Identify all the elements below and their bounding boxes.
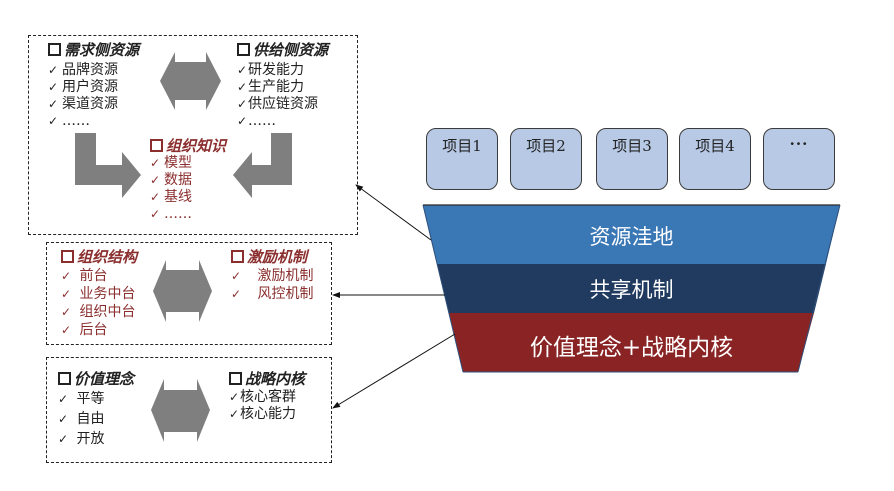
check-icon: ✓	[237, 63, 248, 77]
check-icon: ✓	[48, 97, 59, 111]
supply-list-item: ✓研发能力	[237, 62, 304, 78]
structure-list-item: ✓ 业务中台	[61, 286, 136, 302]
project-box: 项目2	[510, 128, 582, 190]
checkbox-square-icon	[58, 372, 71, 385]
bent-arrow-demand-to-knowledge	[75, 133, 141, 198]
demand-list-item: ✓品牌资源	[48, 62, 118, 78]
check-icon: ✓	[150, 156, 161, 170]
check-icon: ✓	[58, 412, 69, 426]
project-box-more: ···	[763, 128, 835, 190]
check-icon: ✓	[150, 173, 161, 187]
supply-side-title: 供给侧资源	[237, 41, 328, 59]
values-list-item: ✓ 平等	[58, 391, 105, 407]
layer-values-strategy-core	[449, 313, 814, 372]
double-arrow-values-strategy	[151, 379, 210, 442]
incentive-list-item: ✓ 风控机制	[231, 286, 314, 302]
layer-resource-pool	[423, 205, 840, 264]
demand-side-title: 需求侧资源	[48, 41, 139, 59]
structure-list-item: ✓ 后台	[61, 322, 108, 338]
check-icon: ✓	[58, 392, 69, 406]
structure-list-item: ✓ 组织中台	[61, 304, 136, 320]
layer-label-sharing-mechanism: 共享机制	[589, 278, 674, 302]
project-box: 项目3	[596, 128, 668, 190]
incentive-title: 激励机制	[231, 248, 307, 266]
check-icon: ✓	[237, 114, 248, 128]
check-icon: ✓	[48, 80, 59, 94]
checkbox-square-icon	[237, 43, 250, 56]
double-arrow-structure-incentive	[153, 260, 212, 322]
check-icon: ✓	[58, 432, 69, 446]
demand-list-item: ✓用户资源	[48, 79, 118, 95]
knowledge-title: 组织知识	[150, 137, 226, 155]
box-resources	[28, 35, 358, 235]
layer-sharing-mechanism	[437, 264, 826, 313]
knowledge-list-item: ✓……	[150, 206, 192, 222]
double-arrow-demand-supply	[160, 52, 221, 110]
box-mechanism	[46, 242, 332, 345]
check-icon: ✓	[150, 207, 161, 221]
box-core	[46, 357, 332, 463]
check-icon: ✓	[237, 97, 248, 111]
knowledge-list-item: ✓基线	[150, 189, 192, 205]
check-icon: ✓	[231, 287, 242, 301]
supply-list-item: ✓……	[237, 113, 276, 129]
structure-list-item: ✓ 前台	[61, 268, 108, 284]
strategy-list-item: ✓核心能力	[229, 406, 296, 422]
check-icon: ✓	[61, 269, 72, 283]
supply-list-item: ✓生产能力	[237, 79, 304, 95]
demand-list-item: ✓渠道资源	[48, 96, 118, 112]
layer-label-values-strategy-core: 价值理念+战略内核	[529, 335, 734, 361]
connector-values-strategy	[332, 333, 456, 409]
incentive-list-item: ✓ 激励机制	[231, 268, 314, 284]
strategy-title: 战略内核	[229, 370, 305, 388]
layer-label-resource-pool: 资源洼地	[589, 225, 674, 249]
check-icon: ✓	[61, 287, 72, 301]
check-icon: ✓	[237, 80, 248, 94]
check-icon: ✓	[48, 63, 59, 77]
values-list-item: ✓ 开放	[58, 431, 105, 447]
checkbox-square-icon	[48, 43, 61, 56]
values-list-item: ✓ 自由	[58, 411, 105, 427]
knowledge-list-item: ✓模型	[150, 155, 192, 171]
supply-list-item: ✓供应链资源	[237, 96, 318, 112]
check-icon: ✓	[231, 269, 242, 283]
check-icon: ✓	[48, 114, 59, 128]
check-icon: ✓	[61, 305, 72, 319]
strategy-list-item: ✓核心客群	[229, 389, 296, 405]
knowledge-list-item: ✓数据	[150, 172, 192, 188]
bent-arrow-supply-to-knowledge	[233, 133, 292, 198]
check-icon: ✓	[229, 407, 240, 421]
demand-list-item: ✓……	[48, 113, 90, 129]
values-title: 价值理念	[58, 370, 134, 388]
project-box: 项目1	[426, 128, 498, 190]
connector-resource-pool	[355, 184, 432, 241]
project-box: 项目4	[679, 128, 751, 190]
check-icon: ✓	[150, 190, 161, 204]
checkbox-square-icon	[231, 250, 244, 263]
check-icon: ✓	[61, 323, 72, 337]
checkbox-square-icon	[229, 372, 242, 385]
check-icon: ✓	[229, 390, 240, 404]
org-structure-title: 组织结构	[61, 248, 137, 266]
checkbox-square-icon	[150, 139, 163, 152]
checkbox-square-icon	[61, 250, 74, 263]
